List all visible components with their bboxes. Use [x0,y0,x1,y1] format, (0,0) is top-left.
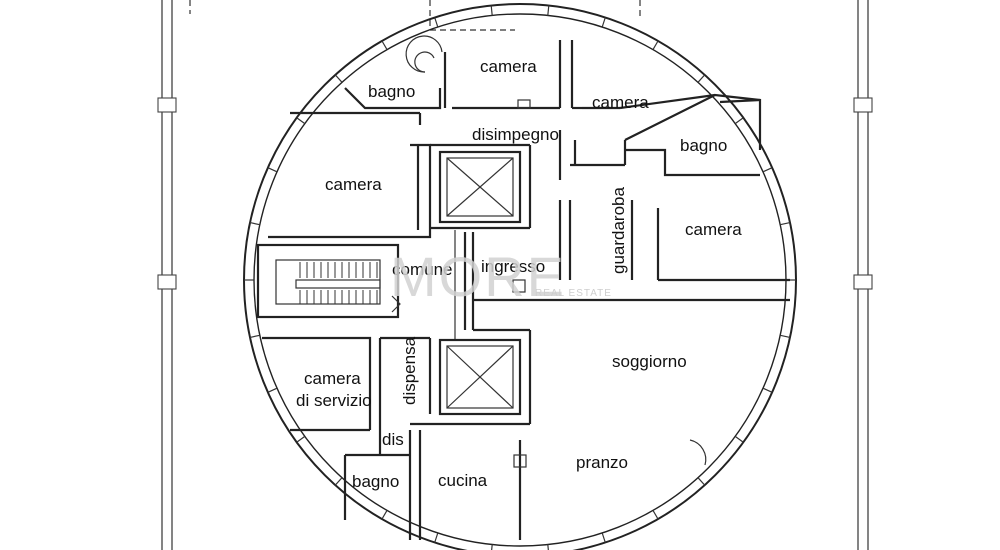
room-label-camera-di-servizio: di servizio [296,391,372,410]
room-labels: camera camera bagno disimpegno bagno cam… [296,57,742,491]
room-label-ingresso: ingresso [481,257,545,276]
window-mullion [267,387,278,393]
window-mullion [601,532,606,543]
window-mullion [652,510,659,520]
window-mullion [296,435,306,443]
window-mullion [780,334,791,338]
circular-perimeter-wall [243,3,797,550]
room-label-cucina: cucina [438,471,488,490]
watermark-subtitle: REAL ESTATE [535,288,612,299]
window-mullion [762,167,773,173]
window-mullion [490,5,493,16]
staircase [256,243,401,319]
window-mullion [652,40,659,50]
window-mullion [734,435,744,443]
window-mullion [381,510,388,520]
window-mullion [780,222,791,226]
window-mullion [267,167,278,173]
room-label-bagno: bagno [352,472,399,491]
room-label-disimpegno: disimpegno [472,125,559,144]
room-label-bagno: bagno [680,136,727,155]
window-mullion [334,477,343,486]
window-mullion [434,532,439,543]
room-label-camera-di-servizio: camera [304,369,361,388]
window-segments [244,5,796,550]
window-mullion [547,5,550,16]
watermark-logo: MORE REAL ESTATE [390,245,612,308]
room-label-camera: camera [325,175,382,194]
room-label-pranzo: pranzo [576,453,628,472]
window-mullion [547,544,549,550]
window-mullion [601,17,606,28]
window-mullion [491,544,493,550]
room-label-bagno: bagno [368,82,415,101]
room-label-camera: camera [592,93,649,112]
door-swings [405,35,707,466]
window-mullion [434,17,439,28]
room-label-comune: comune [392,260,452,279]
window-mullion [249,222,260,226]
window-mullion [697,477,706,486]
room-label-camera: camera [480,57,537,76]
window-mullion [249,334,260,338]
interior-walls [256,40,790,540]
window-mullion [697,74,706,83]
window-mullion [381,40,388,50]
building-outline [157,0,873,550]
watermark-brand: MORE [390,245,566,308]
room-label-soggiorno: soggiorno [612,352,687,371]
room-label-dis: dis [382,430,404,449]
window-mullion [734,117,744,125]
window-mullion [762,387,773,393]
window-mullion [296,117,306,125]
room-label-guardaroba: guardaroba [609,186,628,274]
window-mullion [334,74,343,83]
room-label-camera: camera [685,220,742,239]
room-label-dispensa: dispensa [400,336,419,405]
